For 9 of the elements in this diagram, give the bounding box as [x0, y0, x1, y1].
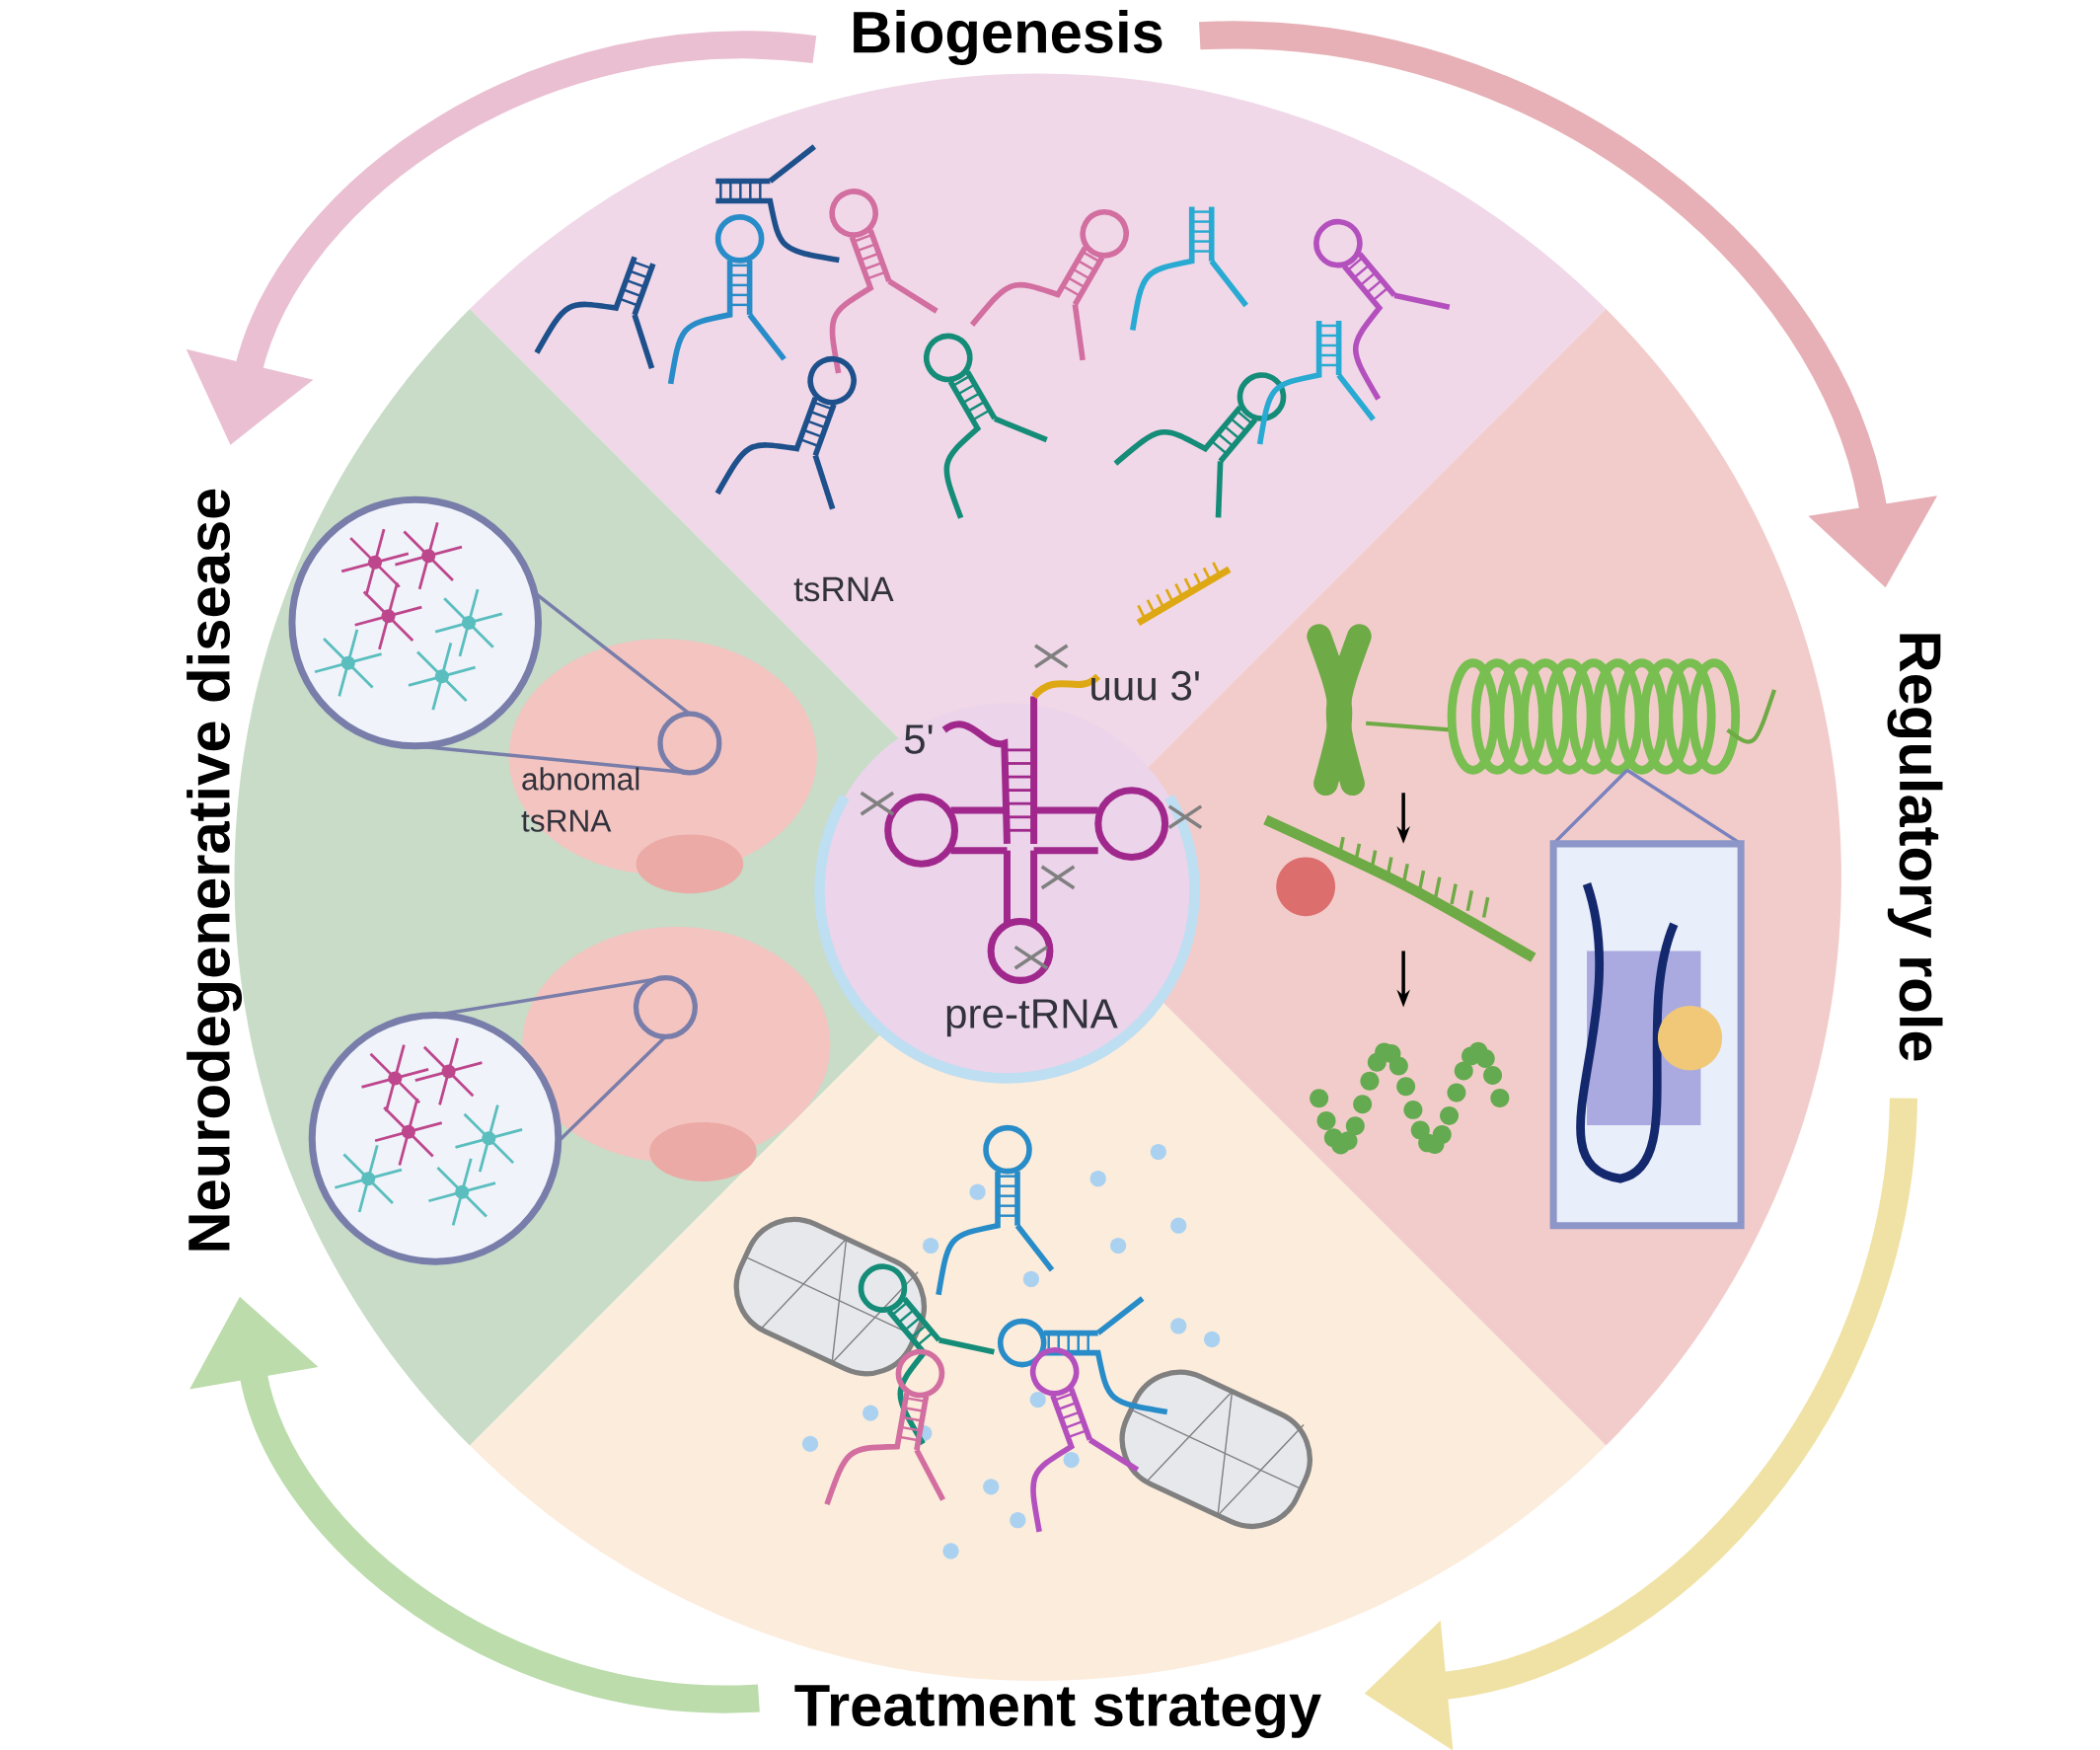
end-label: 5' — [904, 724, 933, 754]
section-heading: Neurodegenerative disease — [187, 489, 243, 1251]
tsrna-label: tsRNA — [793, 576, 894, 602]
section-heading: Biogenesis — [854, 10, 1162, 65]
section-heading: Regulatory role — [1887, 634, 1943, 1061]
structure-label: pre-tRNA — [946, 999, 1118, 1037]
brain-label: abnomal tsRNA — [521, 767, 639, 832]
section-heading: Treatment strategy — [794, 1685, 1321, 1739]
end-label: uuu 3' — [1091, 670, 1199, 701]
